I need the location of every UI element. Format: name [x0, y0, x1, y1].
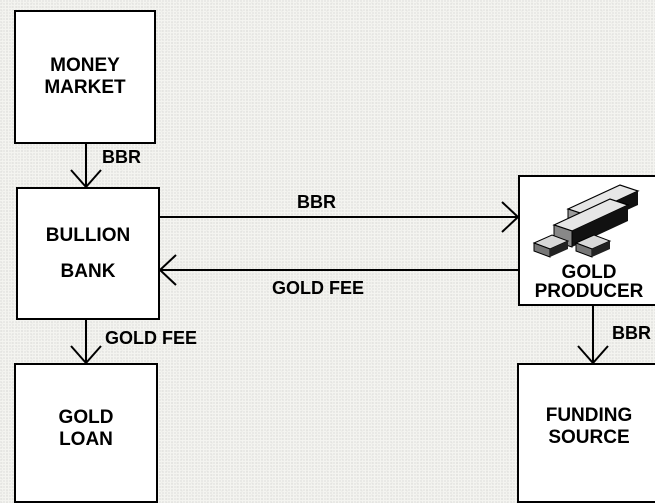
funding-source-line2: SOURCE — [548, 427, 629, 449]
money-market-line1: MONEY — [50, 55, 120, 77]
gold-producer-line2: PRODUCER — [535, 282, 644, 301]
gold-producer-line1: GOLD — [562, 263, 617, 282]
gold-loan-box: GOLD LOAN — [14, 363, 158, 503]
gold-loan-line1: GOLD — [59, 407, 114, 429]
arrow-bank-to-producer — [160, 202, 518, 232]
bullion-bank-line1: BULLION — [46, 225, 130, 247]
money-market-box: MONEY MARKET — [14, 10, 156, 144]
money-market-line2: MARKET — [44, 77, 125, 99]
funding-source-box: FUNDING SOURCE — [517, 363, 655, 503]
label-producer-to-funding: BBR — [612, 323, 651, 343]
arrow-producer-to-funding — [578, 306, 608, 363]
label-bank-to-loan: GOLD FEE — [105, 328, 197, 348]
gold-bars-icon — [528, 181, 652, 263]
bullion-bank-box: BULLION BANK — [16, 187, 160, 320]
bullion-bank-line2: BANK — [61, 261, 116, 283]
label-money-to-bank: BBR — [102, 147, 141, 167]
gold-loan-line2: LOAN — [59, 429, 113, 451]
label-bank-to-producer: BBR — [297, 192, 336, 212]
gold-producer-box: GOLD PRODUCER — [518, 175, 655, 306]
label-producer-to-bank: GOLD FEE — [272, 278, 364, 298]
arrow-money-to-bank — [71, 144, 101, 187]
arrow-bank-to-loan — [71, 320, 101, 363]
funding-source-line1: FUNDING — [546, 405, 633, 427]
